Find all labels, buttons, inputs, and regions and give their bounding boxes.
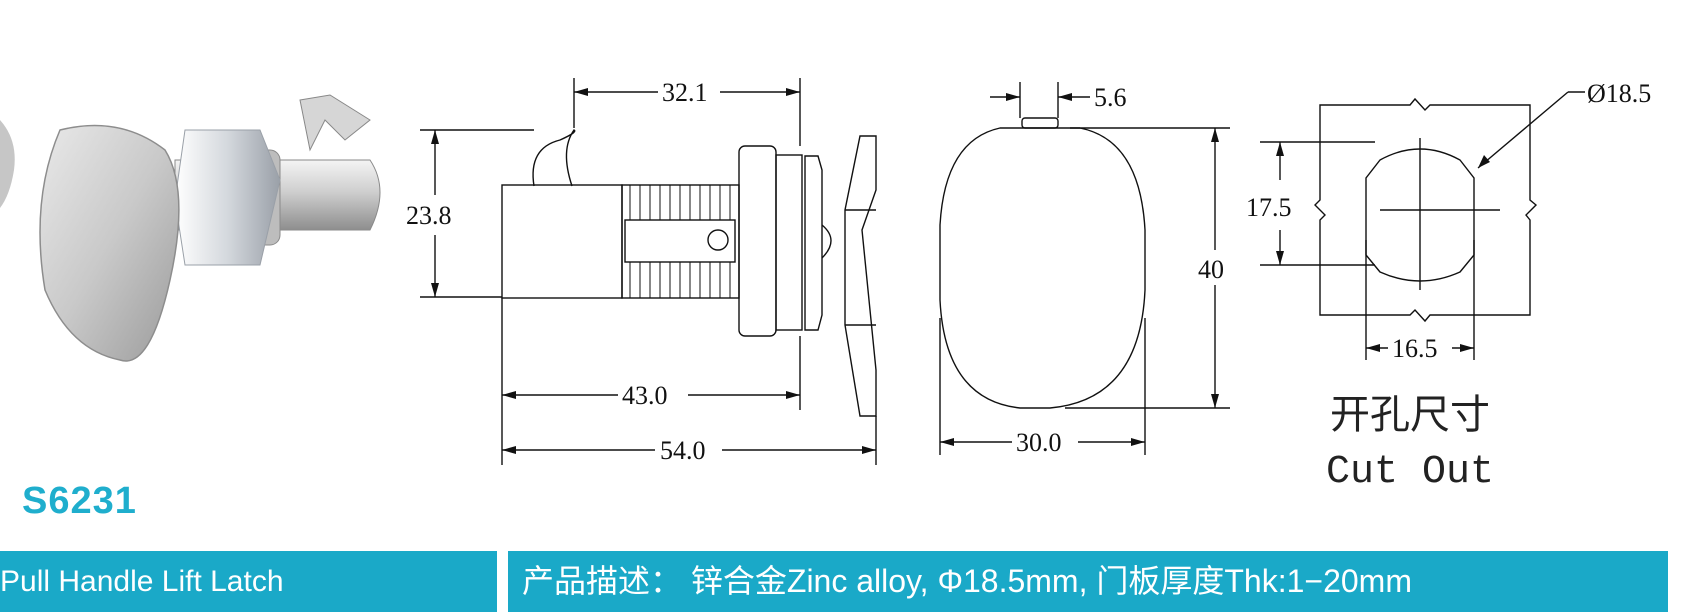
cutout-label-en: Cut Out [1326,450,1494,495]
model-number: S6231 [22,480,137,522]
dim-17-5: 17.5 [1246,193,1292,222]
dim-diameter-18-5: Ø18.5 [1587,79,1651,108]
technical-drawing: 32.1 23.8 43.0 54.0 5.6 40 30.0 Ø18.5 17… [406,78,1651,495]
dim-43-0: 43.0 [622,381,668,410]
product-name: Pull Handle Lift Latch [0,565,284,598]
dim-32-1: 32.1 [662,78,708,107]
dim-30-0: 30.0 [1016,428,1062,457]
dim-54-0: 54.0 [660,436,706,465]
cutout-label-cn: 开孔尺寸 [1330,392,1490,438]
product-name-bar: Pull Handle Lift Latch [0,551,497,612]
description-bar: 产品描述： 锌合金Zinc alloy, Φ18.5mm, 门板厚度Thk:1−… [508,551,1668,612]
dim-16-5: 16.5 [1392,334,1438,363]
dim-23-8: 23.8 [406,201,452,230]
product-description: 产品描述： 锌合金Zinc alloy, Φ18.5mm, 门板厚度Thk:1−… [522,563,1412,599]
dim-5-6: 5.6 [1094,83,1127,112]
product-photo [0,94,381,362]
dim-40: 40 [1198,255,1224,284]
